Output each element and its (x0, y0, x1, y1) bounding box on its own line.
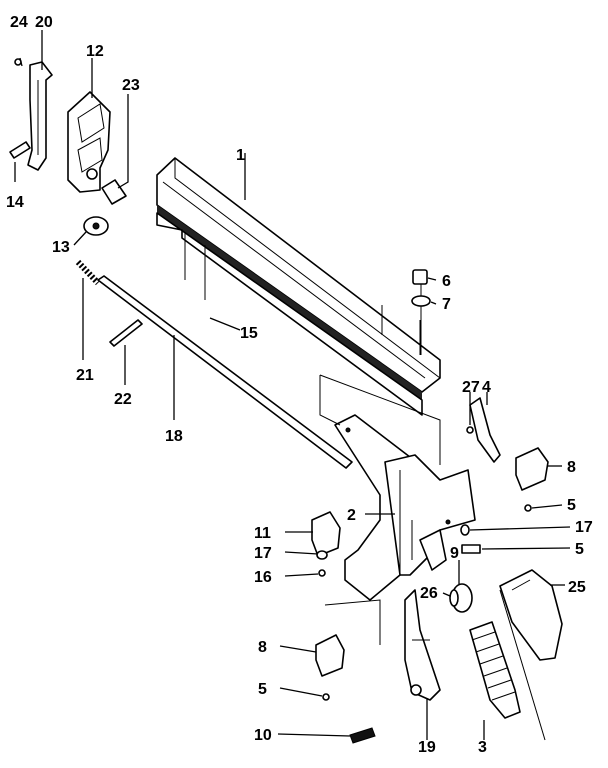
part-rod-18 (97, 275, 353, 469)
callout-9: 9 (450, 545, 459, 562)
part-washer-7 (411, 295, 431, 307)
part-washer-26 (449, 589, 459, 607)
part-clip-11 (311, 511, 341, 557)
callout-25: 25 (568, 579, 586, 596)
callout-17-right: 17 (575, 519, 593, 536)
callout-4: 4 (482, 379, 491, 396)
callout-3: 3 (478, 739, 487, 756)
part-pin-10 (349, 727, 376, 744)
part-pin-22 (109, 319, 143, 347)
part-lock-lever (27, 61, 53, 171)
callout-8-upper: 8 (567, 459, 576, 476)
callout-26: 26 (420, 585, 438, 602)
part-fence-rail (156, 157, 441, 416)
part-bracket-4 (469, 397, 501, 463)
part-screw-5-upper (524, 504, 532, 512)
part-spring-21 (75, 259, 101, 286)
part-washer-13 (83, 216, 109, 236)
callout-1: 1 (236, 147, 245, 164)
callout-6: 6 (442, 273, 451, 290)
part-clip-8-upper (515, 447, 549, 491)
part-knob-6 (412, 269, 428, 285)
part-grip-25 (499, 569, 563, 661)
callout-8-lower: 8 (258, 639, 267, 656)
callout-10: 10 (254, 727, 272, 744)
callout-11: 11 (254, 525, 271, 542)
callout-23: 23 (122, 77, 140, 94)
part-screw-27 (466, 426, 474, 434)
callout-19: 19 (418, 739, 436, 756)
callout-14: 14 (6, 194, 24, 211)
part-screw-5-right (461, 544, 481, 554)
callout-12: 12 (86, 43, 104, 60)
callout-18: 18 (165, 428, 183, 445)
part-screw-5-lower (322, 693, 330, 701)
callout-13: 13 (52, 239, 70, 256)
callout-2: 2 (347, 507, 356, 524)
callout-22: 22 (114, 391, 132, 408)
part-handle-3 (469, 621, 521, 719)
part-rear-clamp (67, 91, 111, 193)
callout-17-left: 17 (254, 545, 272, 562)
part-clip-8-lower (315, 634, 345, 677)
part-pin-23 (101, 179, 127, 205)
callout-20: 20 (35, 14, 53, 31)
callout-15: 15 (240, 325, 258, 342)
callout-24: 24 (10, 14, 28, 31)
callout-16: 16 (254, 569, 272, 586)
part-front-head (334, 414, 476, 601)
callout-7: 7 (442, 296, 451, 313)
callout-5-right: 5 (575, 541, 584, 558)
part-screw-16 (318, 569, 326, 577)
callout-21: 21 (76, 367, 94, 384)
part-washer-17-left (316, 550, 328, 560)
part-lever-pin (9, 141, 31, 159)
leader-lines (14, 30, 571, 741)
part-washer-17-right (460, 524, 470, 536)
part-lever-19 (404, 589, 441, 701)
callout-27: 27 (462, 379, 480, 396)
callout-5-lower: 5 (258, 681, 267, 698)
callout-5-upper: 5 (567, 497, 576, 514)
